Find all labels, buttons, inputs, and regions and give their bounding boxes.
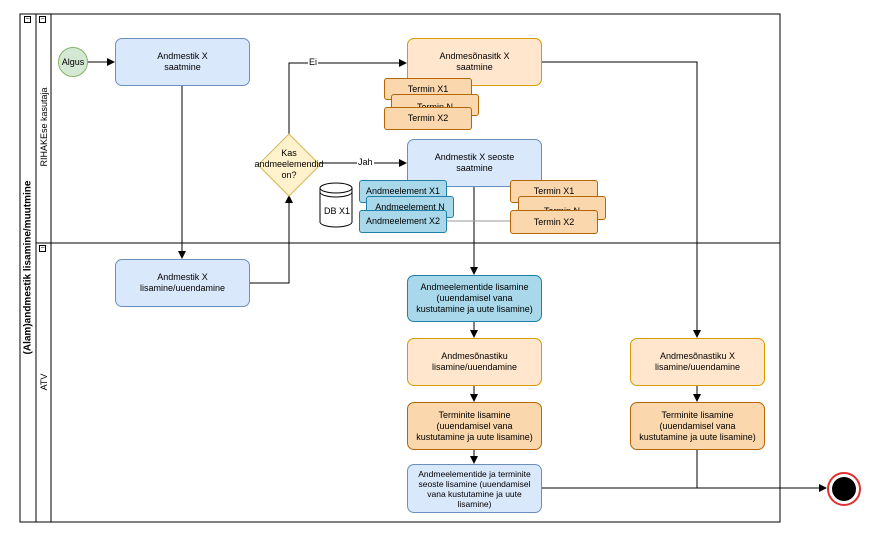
task-send-dataset[interactable]: Andmestik X saatmine [115,38,250,86]
edge-label-no: Ei [308,57,319,67]
gateway-diamond [257,133,321,197]
pool-title: (Alam)andmestik lisamine/muutmine [22,180,34,355]
term-x2[interactable]: Termin X2 [384,107,472,130]
data-element-x2[interactable]: Andmeelement X2 [359,210,447,233]
lane-top-collapse-icon[interactable]: − [39,16,46,23]
end-event-core [832,477,856,501]
pool-frame [19,13,781,523]
pool-collapse-icon[interactable]: − [24,16,31,23]
database-label: DB X1 [324,206,351,216]
edge-label-yes: Jah [357,157,374,167]
end-event[interactable] [827,472,861,506]
lane-label-top: RIHAKEse kasutaja [39,87,49,167]
task-add-elements[interactable]: Andmeelementide lisamine (uuendamisel va… [407,275,542,322]
task-send-links[interactable]: Andmestik X seoste saatmine [407,139,542,187]
task-add-dataset[interactable]: Andmestik X lisamine/uuendamine [115,259,250,307]
task-add-links[interactable]: Andmeelementide ja terminite seoste lisa… [407,464,542,513]
task-add-terms[interactable]: Terminite lisamine (uuendamisel vana kus… [407,402,542,450]
lane-label-bottom: ATV [39,373,49,391]
term-x2-b[interactable]: Termin X2 [510,210,598,234]
flow-send-vocab-to-add-vocab-x [542,61,701,338]
flow-gateway-no [288,59,407,134]
database-cylinder [319,182,353,228]
flow-add-to-gateway [250,195,293,284]
task-add-terms-x[interactable]: Terminite lisamine (uuendamisel vana kus… [630,402,765,450]
task-add-vocabulary-x[interactable]: Andmesõnastiku X lisamine/uuendamine [630,338,765,386]
start-event[interactable]: Algus [58,47,88,77]
lane-bottom-collapse-icon[interactable]: − [39,245,46,252]
task-add-vocabulary[interactable]: Andmesõnastiku lisamine/uuendamine [407,338,542,386]
gateway-label: Kas andmeelemendid on? [254,148,324,180]
